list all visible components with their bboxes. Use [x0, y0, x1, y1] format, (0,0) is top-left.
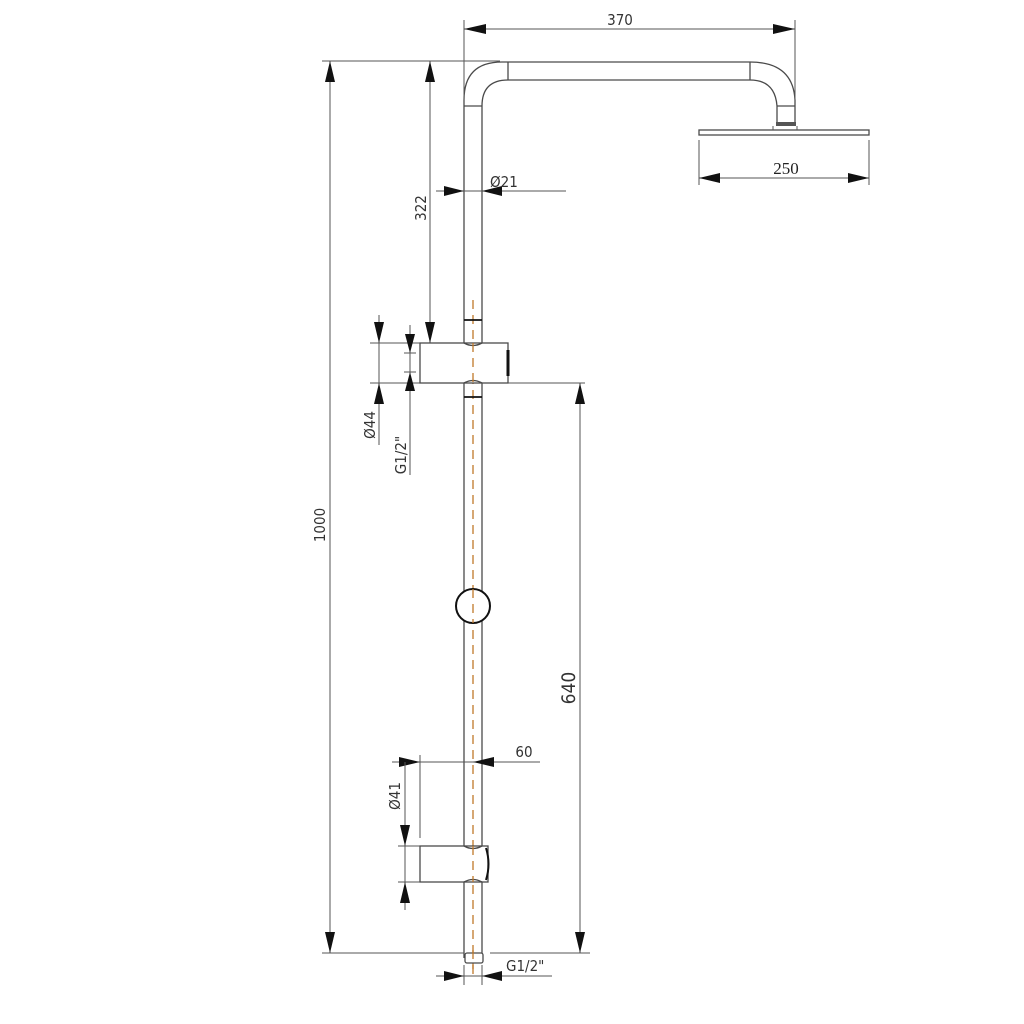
label-d41: Ø41	[386, 782, 404, 810]
dim-holder-offset: 60	[392, 743, 540, 838]
dim-total-height: 1000	[311, 60, 500, 954]
dim-outlet-to-bottom: 640	[490, 382, 590, 954]
lower-holder	[419, 845, 490, 883]
label-g12-upper: G1/2"	[392, 436, 410, 474]
label-322: 322	[412, 195, 430, 221]
dim-head-diameter: 250	[698, 140, 870, 185]
dim-outlet-diameter: Ø44	[361, 315, 420, 445]
dim-arm-to-outlet: 322	[412, 61, 435, 343]
dim-pipe-diameter: Ø21	[436, 173, 566, 196]
label-d21: Ø21	[490, 173, 518, 191]
riser-pipe	[463, 61, 509, 958]
dim-holder-diameter: Ø41	[386, 762, 420, 910]
label-1000: 1000	[311, 508, 329, 542]
label-640: 640	[558, 672, 580, 705]
label-d44: Ø44	[361, 411, 379, 439]
label-60: 60	[515, 743, 532, 761]
label-370: 370	[607, 11, 633, 29]
bottom-connector	[464, 950, 484, 975]
dim-outlet-thread: G1/2"	[392, 325, 416, 475]
shower-arm	[502, 61, 796, 126]
dim-arm-length: 370	[463, 11, 796, 100]
rain-shower-head	[698, 126, 870, 136]
label-250: 250	[773, 159, 799, 178]
label-g12-bottom: G1/2"	[506, 957, 544, 975]
dim-bottom-thread: G1/2"	[436, 957, 552, 985]
upper-outlet	[419, 319, 510, 398]
